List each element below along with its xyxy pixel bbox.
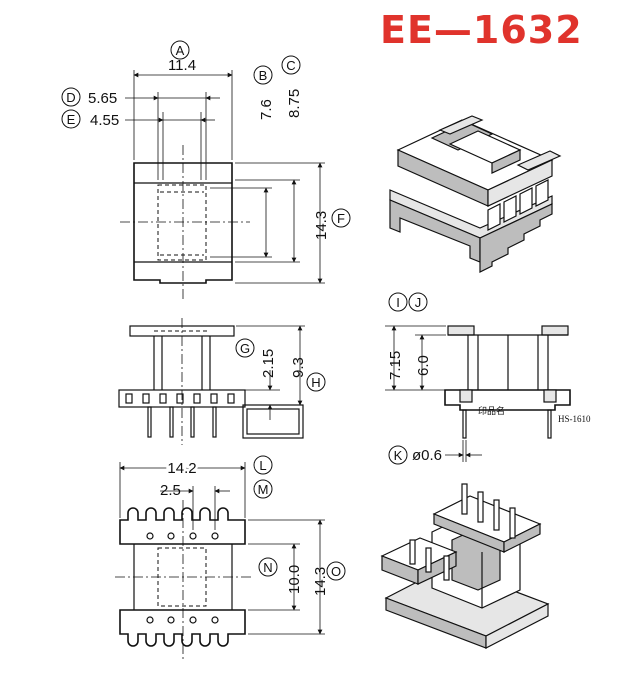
dim-k-value: ø0.6	[412, 447, 442, 464]
side-core-block	[242, 404, 304, 439]
bottom-top-flange	[119, 507, 246, 545]
dim-b-value: 7.6	[258, 99, 275, 120]
bottom-bottom-flange	[119, 609, 246, 647]
dim-e-letter: E	[67, 112, 76, 127]
dim-i-value: 7.15	[387, 351, 404, 380]
dim-j-value: 6.0	[415, 355, 432, 376]
drawing-title: EE—1632	[380, 8, 583, 52]
dim-j-letter: J	[415, 295, 422, 310]
dim-g-value: 2.15	[260, 349, 277, 378]
dim-o-value: 14.3	[312, 567, 329, 596]
bottom-view: 14.2 L 2.5 M 10.0 N 14.3 O	[115, 455, 346, 660]
dim-e-value: 4.55	[90, 112, 119, 129]
dim-f-value: 14.3	[313, 211, 330, 240]
side-view: G 2.15 9.3 H	[118, 318, 326, 445]
dim-l-value: 14.2	[167, 460, 196, 477]
dim-b-letter: B	[259, 68, 268, 83]
dim-o-letter: O	[331, 564, 341, 579]
dim-d-letter: D	[66, 90, 75, 105]
dim-i-letter: I	[396, 295, 400, 310]
dim-h-value: 9.3	[290, 357, 307, 378]
isometric-view-bottom	[380, 483, 550, 649]
front-view: 印品名 HS-1610 I J 7.15 6.0 K ø0.6	[385, 292, 591, 465]
dim-m-value: 2.5	[160, 482, 181, 499]
dim-h-letter: H	[311, 375, 320, 390]
dim-n-value: 10.0	[286, 565, 303, 594]
top-view: A 11.4 D 5.65 E 4.55 B 7.6 C 8.75	[61, 40, 351, 300]
side-pins	[147, 406, 217, 438]
dim-g-letter: G	[240, 341, 250, 356]
dim-c-letter: C	[286, 58, 295, 73]
dim-f-letter: F	[337, 211, 345, 226]
dim-k-letter: K	[394, 448, 403, 463]
side-base	[118, 389, 246, 408]
dim-d-value: 5.65	[88, 90, 117, 107]
side-slots	[125, 393, 235, 404]
dim-l-letter: L	[259, 458, 266, 473]
dim-a-letter: A	[176, 43, 185, 58]
dim-m-letter: M	[258, 482, 269, 497]
pin-mark: 印品名	[478, 405, 505, 416]
isometric-view-top	[389, 115, 562, 273]
dim-a-value: 11.4	[168, 57, 196, 74]
top-view-outline	[133, 162, 233, 284]
dim-n-letter: N	[263, 560, 272, 575]
dim-c-value: 8.75	[286, 89, 303, 118]
top-view-window	[157, 184, 207, 261]
model-marking: HS-1610	[558, 414, 591, 424]
